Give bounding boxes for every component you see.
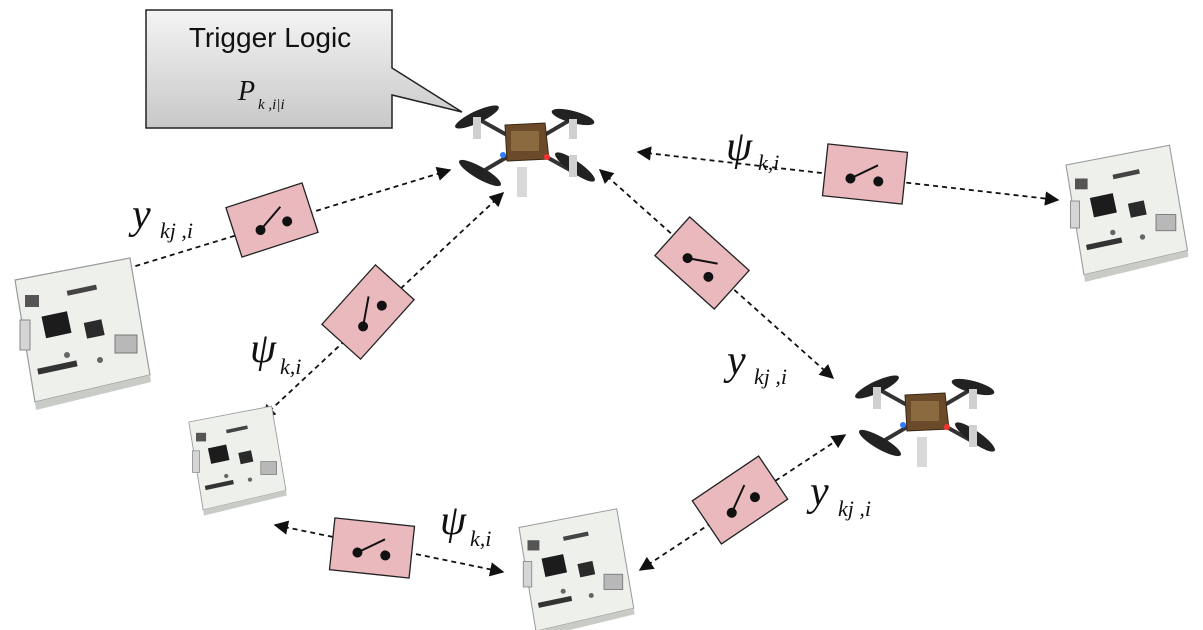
callout-symbol-subscript: k ,i|i [258, 97, 285, 113]
embedded-circuit-board-icon [1065, 144, 1189, 283]
label-psi-topright: ψ k,i [726, 124, 779, 175]
event-trigger-switch-icon [821, 142, 909, 206]
callout-symbol: P [237, 76, 255, 107]
embedded-circuit-board-icon [14, 257, 152, 411]
svg-text:k,i: k,i [470, 526, 491, 551]
event-trigger-switch-icon [691, 455, 789, 545]
svg-text:y: y [806, 469, 829, 515]
quadcopter-drone-icon [450, 99, 601, 199]
embedded-circuit-board-icon [188, 405, 288, 517]
svg-text:kj ,i: kj ,i [838, 496, 871, 521]
embedded-circuit-board-icon [518, 508, 636, 630]
svg-text:k,i: k,i [280, 354, 301, 379]
svg-text:kj ,i: kj ,i [160, 218, 193, 243]
quadcopter-drone-icon [850, 369, 1001, 469]
svg-text:y: y [723, 338, 746, 384]
trigger-logic-callout: Trigger Logic P k ,i|i [145, 9, 463, 129]
svg-text:ψ: ψ [440, 498, 467, 544]
label-y-bottomright: y kj ,i [806, 469, 871, 521]
svg-text:ψ: ψ [726, 124, 753, 170]
label-y-center: y kj ,i [723, 338, 787, 389]
event-trigger-switch-icon [320, 263, 416, 361]
svg-text:ψ: ψ [250, 326, 277, 372]
label-psi-bottom: ψ k,i [440, 498, 491, 551]
label-y-topleft: y kj ,i [128, 192, 193, 243]
svg-text:kj ,i: kj ,i [754, 364, 787, 389]
svg-text:y: y [128, 192, 151, 238]
callout-title: Trigger Logic [189, 22, 351, 53]
label-psi-left: ψ k,i [250, 326, 301, 379]
event-trigger-switch-icon [224, 181, 320, 259]
link-boardbottom-drone2 [638, 434, 847, 571]
svg-text:k,i: k,i [758, 150, 779, 175]
link-boardmid-boardbottom [273, 520, 505, 577]
event-trigger-switch-icon [328, 516, 416, 580]
